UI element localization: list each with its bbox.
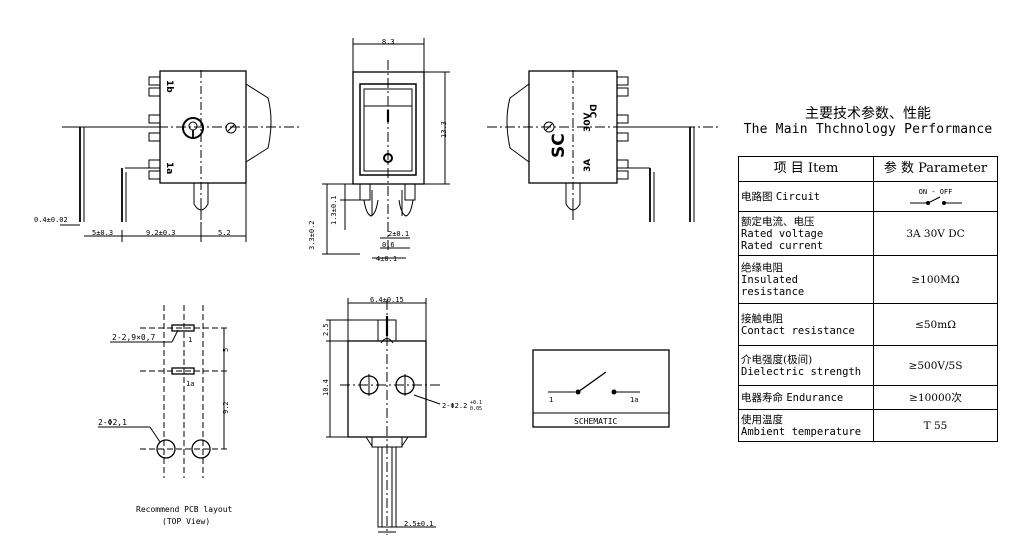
table-row: 接触电阻 Contact resistance ≤50mΩ [738,303,998,346]
dim-hole-dia: 2-Φ2.2 [442,402,467,410]
pcb-label-round-hole: 2-Φ2,1 [98,418,127,427]
dim-0-6: 0.6 [382,241,395,249]
pin-label-1b: 1b [164,80,174,93]
item-en2: resistance [741,285,805,298]
dim-5: 5±0.3 [92,229,113,237]
dim-hole-tol-sup: +0.1 [470,400,482,406]
front-view [322,38,450,259]
table-row: 介电强度(极间) Dielectric strength ≥500V/5S [738,345,998,386]
table-row: 额定电流、电压 Rated voltage Rated current 3A 3… [738,211,998,256]
item-en: Insulated [741,273,798,286]
item-cn: 电路图 [741,190,773,203]
item-cell: 电器寿命 Endurance [738,385,874,410]
item-cn: 接触电阻 [741,312,783,325]
dim-2-5: 2.5 [322,323,330,336]
pin-label-1a: 1a [164,162,174,174]
item-cn: 电器寿命 [741,391,783,404]
dim-3-3: 3.3±0.2 [308,220,316,250]
table-row: 使用温度 Ambient temperature T 55 [738,409,998,442]
item-en: Rated voltage [741,227,824,240]
schematic-diagram [532,349,670,428]
value-cell: ≥10000次 [873,385,998,410]
pcb-pin-1: 1 [188,336,192,344]
item-cell: 使用温度 Ambient temperature [738,409,874,442]
value-cell: ≥500V/5S [873,345,998,386]
table-row: 绝缘电阻 Insulated resistance ≥100MΩ [738,255,998,304]
item-cell: 电路图 Circuit [738,181,874,212]
item-en: Circuit [775,190,821,203]
dim-2-5-pin: 2.5±0.1 [404,520,434,528]
item-cn: 额定电流、电压 [741,215,815,228]
dim-8-3: 8.3 [382,38,395,46]
item-cn: 绝缘电阻 [741,261,783,274]
dim-4: 4±0.1 [376,255,397,263]
marking-30v: 30V [583,112,593,132]
item-cell: 绝缘电阻 Insulated resistance [738,255,874,304]
value-cell: 3A 30V DC [873,211,998,256]
marking-dc: DC [587,104,597,118]
table-row: 电路图 Circuit ON - OFF [738,181,998,212]
performance-table: 项 目 Item 参 数 Parameter 电路图 Circuit ON - … [738,156,998,442]
circuit-label: ON - OFF [918,187,953,196]
pcb-layout [98,305,230,478]
bottom-view [326,298,441,535]
item-en: Contact resistance [741,324,855,337]
marking-sc: SC [549,133,569,158]
side-view-right [487,70,720,222]
item-en: Dielectric strength [741,365,862,378]
pcb-caption-1: Recommend PCB layout [136,505,233,514]
pcb-dim-9-2: 9.2 [222,401,230,414]
dim-6-4: 6.4±0.15 [370,296,404,304]
value-cell: ≥100MΩ [873,255,998,304]
dim-0-4: 0.4±0.02 [34,216,68,224]
performance-section: 主要技术参数、性能 The Main Thchnology Performanc… [736,106,1000,442]
item-cell: 接触电阻 Contact resistance [738,303,874,346]
dim-hole-tol-sub: 0.05 [470,406,482,412]
header-item: 项 目 Item [738,156,874,182]
item-cn: 使用温度 [741,413,783,426]
item-cn: 介电强度(极间) [741,353,813,366]
schematic-caption: SCHEMATIC [574,417,618,426]
item-en: Endurance [786,391,844,404]
item-cell: 额定电流、电压 Rated voltage Rated current [738,211,874,256]
table-row: 电器寿命 Endurance ≥10000次 [738,385,998,410]
performance-title-cn: 主要技术参数、性能 [805,106,931,122]
dim-9-2: 9.2±0.3 [146,229,176,237]
side-view-left [60,70,300,242]
pcb-label-rect-hole: 2-2,9×0,7 [112,333,156,342]
pcb-caption-2: (TOP View) [162,517,210,526]
pcb-pin-1a: 1a [186,380,194,388]
value-cell: T 55 [873,409,998,442]
item-en2: Rated current [741,239,824,252]
header-parameter: 参 数 Parameter [873,156,998,182]
dim-2: 2±0.1 [388,230,409,238]
circuit-switch-icon [909,196,962,205]
item-en: Ambient temperature [741,425,862,438]
dim-1-3: 1.3±0.1 [330,195,338,225]
schematic-pin-1: 1 [549,396,553,404]
dim-13-3: 13.3 [440,121,448,138]
item-cell: 介电强度(极间) Dielectric strength [738,345,874,386]
dim-5-2: 5.2 [218,229,231,237]
performance-title-en: The Main Thchnology Performance [743,122,993,137]
value-cell: ≤50mΩ [873,303,998,346]
dim-10-4: 10.4 [322,379,330,396]
table-header-row: 项 目 Item 参 数 Parameter [738,156,998,182]
value-cell: ON - OFF [873,181,998,212]
schematic-pin-1a: 1a [630,396,638,404]
pcb-dim-5: 5 [222,348,230,352]
marking-3a: 3A [583,159,593,172]
